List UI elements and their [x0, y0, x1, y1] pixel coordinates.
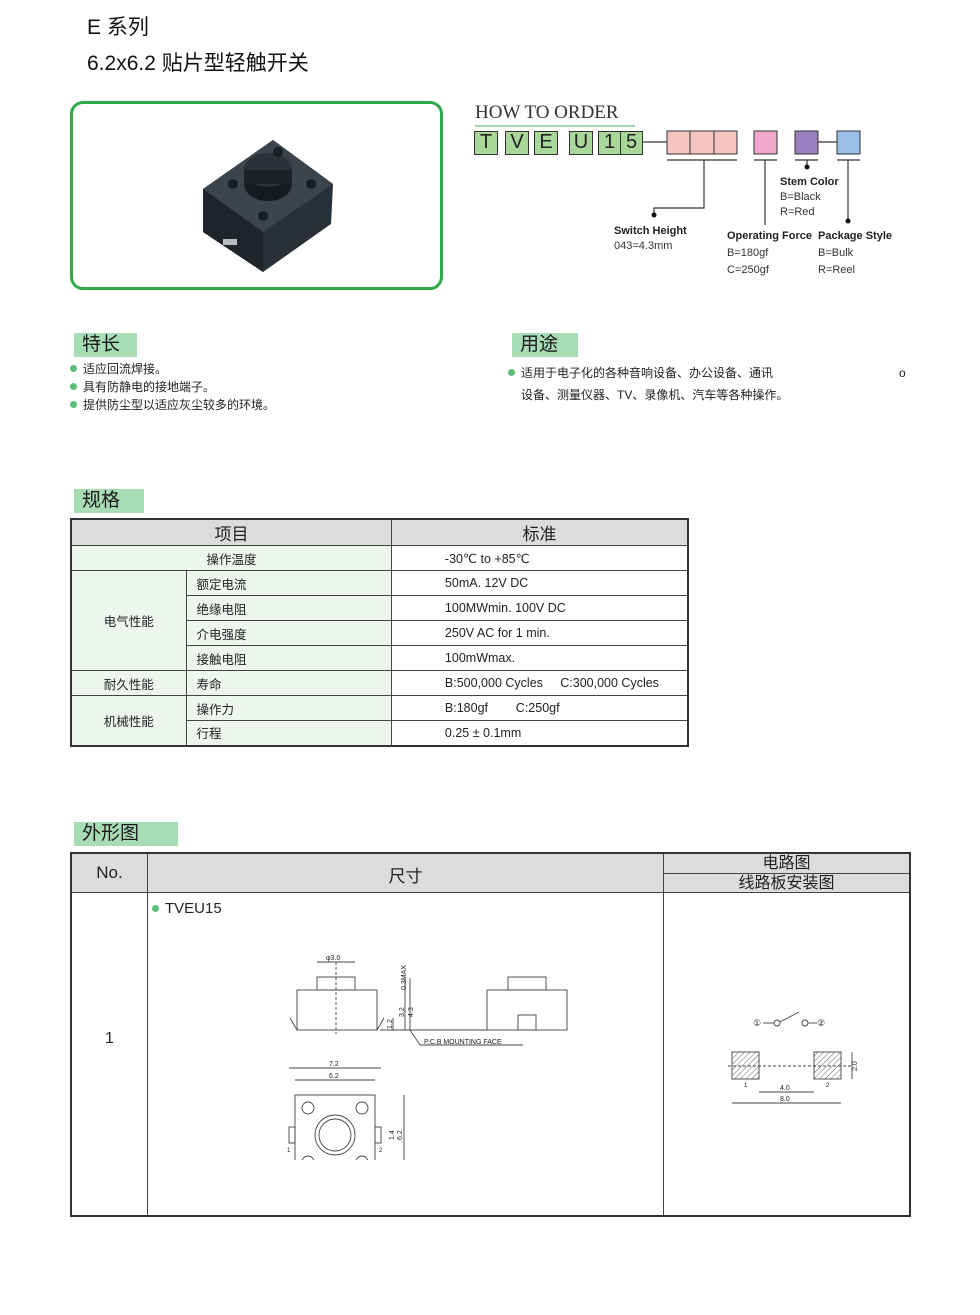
table-row: 操作温度-30℃ to +85℃: [70, 545, 689, 571]
how-to-order-title: HOW TO ORDER: [475, 102, 635, 127]
column-header-size: 尺寸: [388, 867, 423, 886]
features-list: 适应回流焊接。 具有防静电的接地端子。 提供防尘型以适应灰尘较多的环境。: [70, 360, 275, 414]
svg-text:0.3MAX: 0.3MAX: [401, 965, 408, 990]
outline-heading: 外形图: [74, 822, 178, 846]
code-box: U: [569, 131, 593, 155]
svg-text:1: 1: [744, 1083, 748, 1089]
series-title: E 系列: [87, 16, 149, 39]
code-box: E: [534, 131, 558, 155]
svg-text:2: 2: [379, 1148, 383, 1154]
svg-text:7.2: 7.2: [329, 1061, 339, 1068]
column-header-circuit: 电路图: [762, 855, 811, 872]
svg-text:4.3: 4.3: [408, 1007, 415, 1017]
code-box: V: [505, 131, 529, 155]
svg-text:2.0: 2.0: [852, 1061, 859, 1071]
code-box: 5: [620, 131, 643, 155]
product-photo: [203, 140, 333, 272]
product-title: 6.2x6.2 贴片型轻触开关: [87, 52, 309, 75]
code-box: 1: [598, 131, 621, 155]
svg-text:1.2: 1.2: [387, 1019, 394, 1029]
list-item: 适应回流焊接。: [70, 360, 275, 378]
usage-heading: 用途: [512, 333, 578, 357]
column-header: 项目: [70, 518, 392, 546]
svg-text:4.0: 4.0: [780, 1085, 790, 1092]
order-diagram: [643, 130, 861, 225]
list-item: 提供防尘型以适应灰尘较多的环境。: [70, 396, 275, 414]
usage-text: 适用于电子化的各种音响设备、办公设备、通讯 设备、测量仪器、TV、录像机、汽车等…: [508, 362, 788, 406]
svg-text:6.2: 6.2: [329, 1073, 339, 1080]
model-name: TVEU15: [152, 900, 222, 917]
dimension-drawing: φ3.0 7.2 6.2 P.C.B MOUNTING FACE 0.3MAX 3…: [287, 955, 568, 1160]
features-heading: 特长: [74, 333, 137, 357]
svg-text:2: 2: [826, 1083, 830, 1089]
svg-text:3.2: 3.2: [399, 1007, 406, 1017]
column-header: 标准: [390, 518, 689, 546]
column-header-pcb: 线路板安装图: [738, 875, 835, 892]
svg-text:φ3.0: φ3.0: [326, 955, 340, 962]
svg-text:1.4: 1.4: [389, 1130, 396, 1140]
stray-mark: o: [899, 366, 906, 380]
svg-text:②: ②: [817, 1018, 825, 1028]
svg-text:1: 1: [287, 1148, 291, 1154]
svg-text:P.C.B MOUNTING FACE: P.C.B MOUNTING FACE: [424, 1039, 502, 1046]
row-number: 1: [105, 1030, 114, 1047]
outline-table: No. 尺寸 电路图 线路板安装图 1 TVEU15: [70, 852, 911, 1217]
column-header-no: No.: [96, 863, 123, 882]
code-box: T: [474, 131, 498, 155]
list-item: 具有防静电的接地端子。: [70, 378, 275, 396]
pcb-layout-drawing: ① ② 1 2 4.0 8.0 2.0: [728, 1011, 859, 1104]
svg-text:①: ①: [753, 1018, 761, 1028]
spec-heading: 规格: [74, 489, 144, 513]
svg-text:6.2: 6.2: [397, 1130, 404, 1140]
product-photo-frame: [70, 101, 443, 290]
svg-text:8.0: 8.0: [780, 1096, 790, 1103]
